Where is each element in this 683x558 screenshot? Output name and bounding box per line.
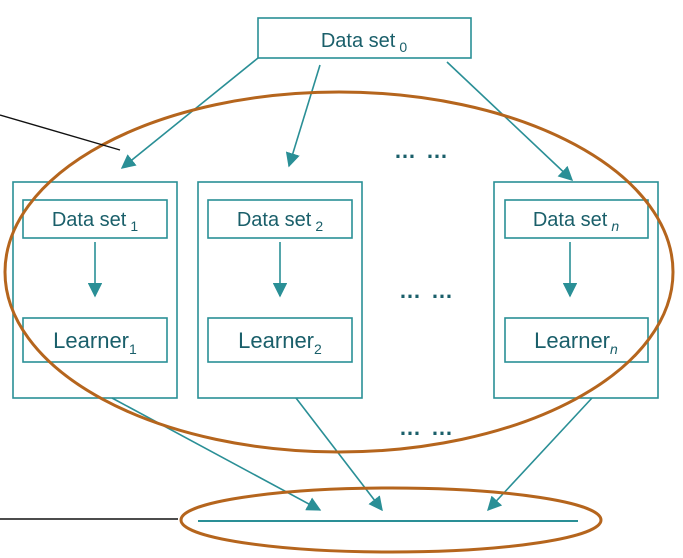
column-2-learner-label: Learner2: [238, 328, 322, 357]
column-1-dataset-subscript: 1: [130, 218, 138, 234]
ellipsis-bottom: … …: [399, 415, 455, 440]
column-n-learner-text: Learner: [534, 328, 610, 353]
column-n-learner-subscript: n: [610, 341, 618, 357]
root-dataset-subscript: 0: [399, 39, 407, 55]
ellipsis-middle: … …: [399, 278, 455, 303]
column-1-dataset-text: Data set: [52, 209, 127, 231]
root-arrow-to-column-1: [120, 57, 259, 169]
column-n-dataset-subscript: n: [611, 218, 619, 234]
column-1-learner-text: Learner: [53, 328, 129, 353]
column-1-container: [12, 181, 178, 399]
column-n-dataset-text: Data set: [533, 209, 608, 231]
root-dataset-text: Data set: [321, 30, 396, 52]
column-n-learner-label: Learnern: [534, 328, 618, 357]
root-arrow-to-column-n: [446, 61, 574, 181]
column-n-output-arrow: [487, 397, 593, 512]
column-2-learner-subscript: 2: [314, 341, 322, 357]
ellipsis-top: … …: [394, 138, 450, 163]
column-2-learner-text: Learner: [238, 328, 314, 353]
pointer-line-learners: [0, 114, 121, 151]
column-2-dataset-text: Data set: [237, 209, 312, 231]
root-arrow-to-column-2: [285, 64, 321, 168]
combiner-highlight-ellipse: [179, 486, 603, 554]
column-2-output-arrow: [295, 397, 383, 512]
column-n-dataset-box: [504, 199, 649, 239]
root-dataset-box: [257, 17, 472, 59]
column-1-dataset-box: [22, 199, 168, 239]
column-n-learner-box: [504, 317, 649, 363]
column-2-learner-box: [207, 317, 353, 363]
column-1-learner-subscript: 1: [129, 341, 137, 357]
column-1-learner-box: [22, 317, 168, 363]
column-2-container: [197, 181, 363, 399]
column-1-learner-label: Learner1: [53, 328, 137, 357]
column-2-dataset-subscript: 2: [315, 218, 323, 234]
learners-highlight-ellipse: [3, 90, 675, 454]
column-2-dataset-box: [207, 199, 353, 239]
